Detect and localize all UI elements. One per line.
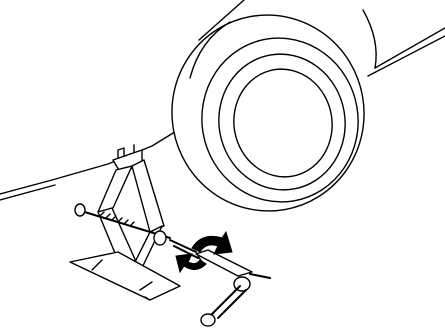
- tire-icon: [156, 0, 379, 226]
- scissor-jack-icon: [70, 145, 180, 300]
